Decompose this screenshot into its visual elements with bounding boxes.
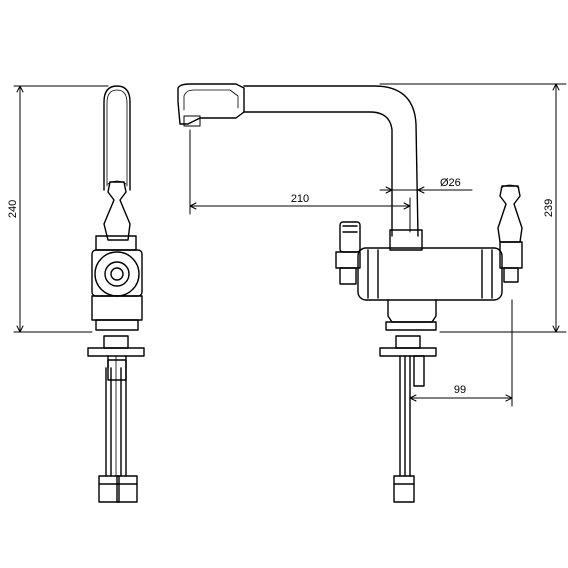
spout-diameter-label: Ø26 — [440, 177, 461, 189]
side-hoses — [98, 355, 138, 503]
spout-arm — [243, 85, 419, 237]
side-body — [95, 235, 137, 251]
dimension-spout-diameter — [379, 186, 473, 194]
dimension-front-height — [379, 83, 567, 333]
side-height-label: 240 — [7, 200, 19, 218]
front-view: 239 210 Ø26 — [177, 83, 567, 503]
dimension-side-height — [13, 85, 109, 333]
dimension-spout-reach — [189, 129, 411, 233]
side-spout — [103, 85, 131, 191]
front-neck — [389, 229, 423, 251]
front-mounting-plate — [379, 347, 437, 357]
side-view: 240 — [7, 85, 145, 503]
right-handle — [497, 184, 523, 283]
side-handle — [103, 181, 131, 241]
left-knob — [335, 221, 361, 285]
spout-head — [177, 83, 245, 125]
spout-reach-label: 210 — [291, 193, 309, 205]
inlet-offset-label: 99 — [454, 384, 466, 396]
front-body — [357, 247, 503, 301]
side-mounting-plate — [87, 347, 145, 357]
dimension-inlet-offset — [409, 299, 513, 407]
front-hoses — [393, 355, 425, 503]
front-base — [387, 299, 437, 323]
front-height-label: 239 — [543, 199, 555, 217]
side-valve — [94, 251, 140, 297]
